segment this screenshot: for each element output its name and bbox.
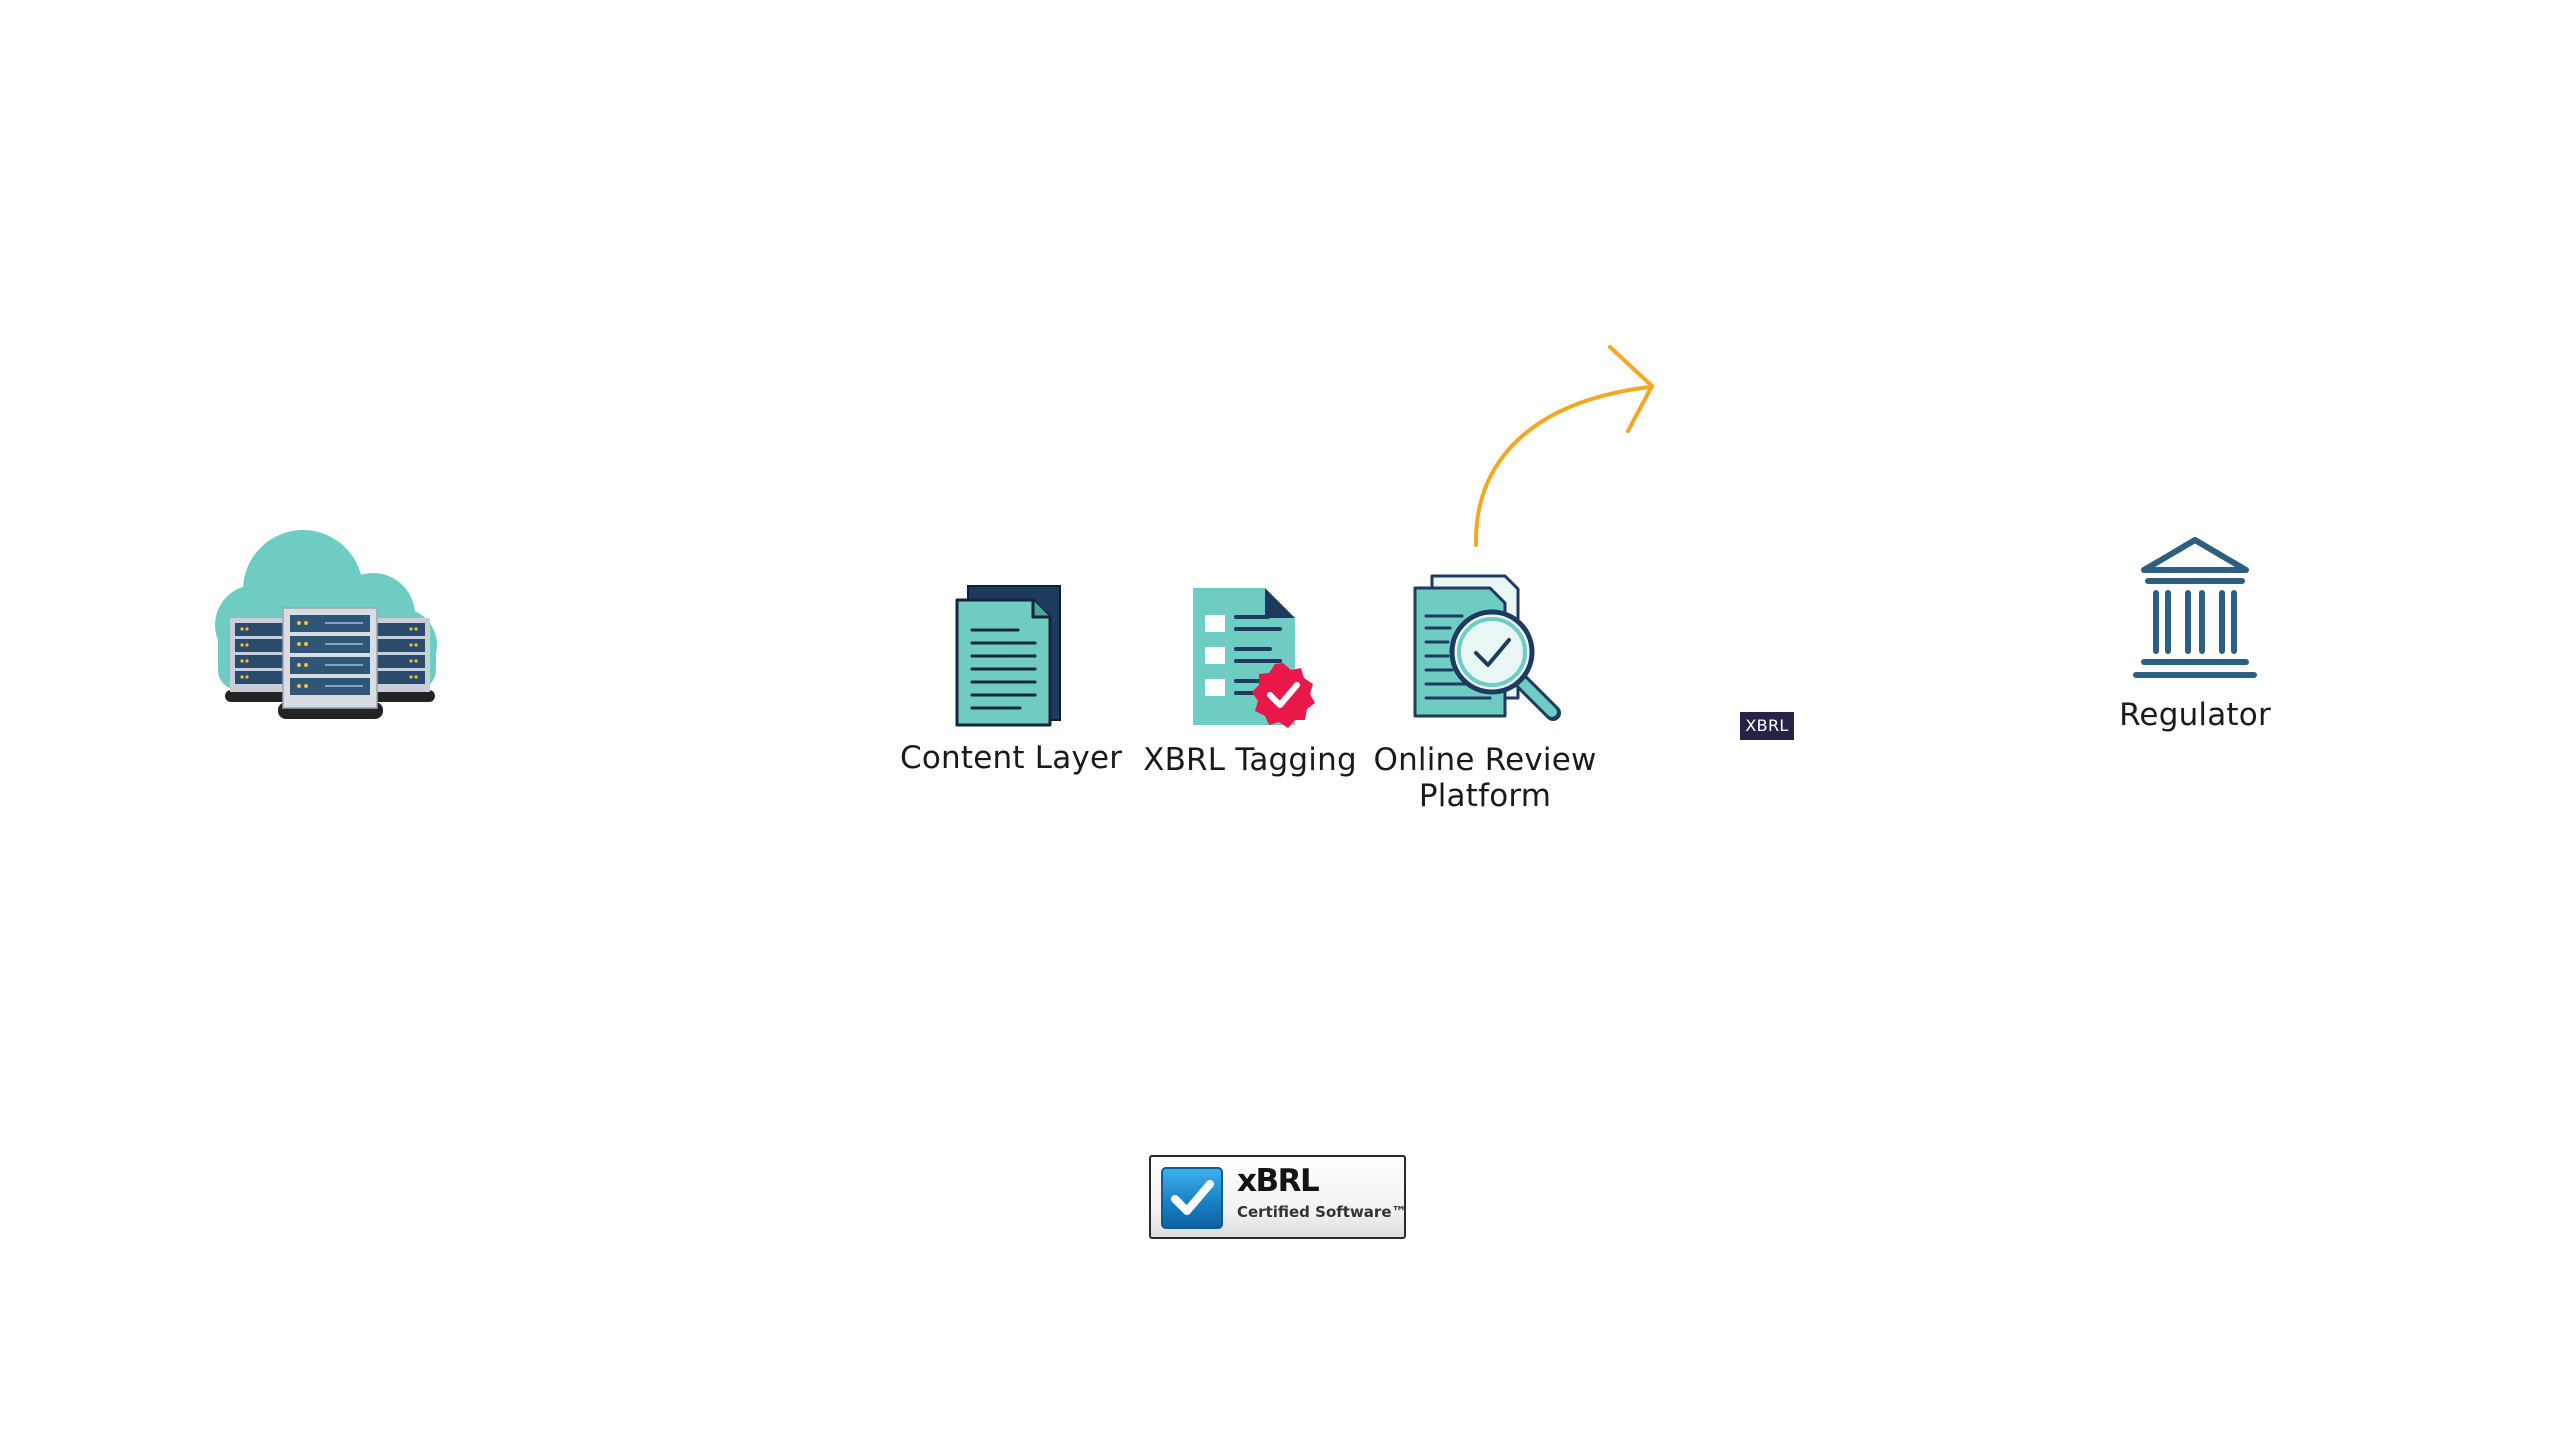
curved-arrow-icon [1473,345,1654,547]
cloud-server-icon [215,530,437,719]
xbrl-certified-badge: xBRL Certified Software™ [1149,1155,1407,1239]
checkmark-icon [1171,1180,1214,1215]
document-stack-icon [955,585,1061,727]
xbrl-tag: XBRL [1740,712,1794,740]
xbrl-tagging-label: XBRL Tagging [1143,742,1357,778]
checklist-badge-icon [1193,588,1315,728]
certified-checkbox [1161,1167,1223,1229]
certified-badge-title: xBRL [1237,1163,1320,1199]
regulator-label: Regulator [2119,697,2271,733]
document-magnifier-icon [1413,574,1561,721]
government-building-icon [2133,537,2257,678]
online-review-platform-label: Online Review Platform [1373,742,1597,814]
certified-badge-subtitle: Certified Software™ [1237,1203,1407,1221]
content-layer-label: Content Layer [900,740,1123,776]
